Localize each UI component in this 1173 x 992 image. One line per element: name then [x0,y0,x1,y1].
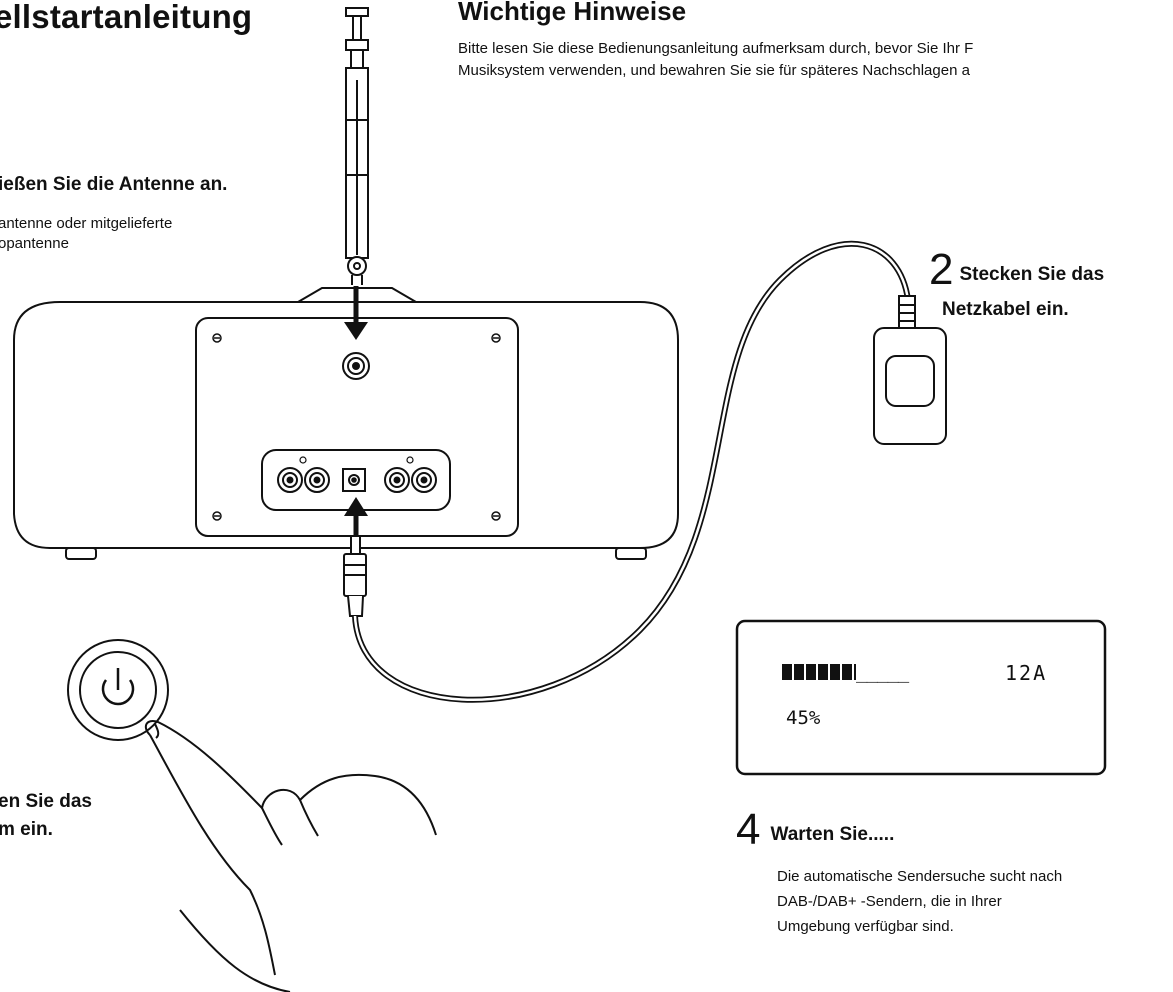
step4-line: Die automatische Sendersuche sucht nach [777,868,1063,885]
step2-line: Stecken Sie das [959,264,1105,285]
power-cable [343,240,911,703]
arrow-up-icon [344,497,368,536]
lcd-percent: 45% [786,707,821,729]
power-icon [101,668,135,706]
lcd-progress: _____ [782,661,909,683]
notes-heading: Wichtige Hinweise [458,0,687,26]
step4-line: Umgebung verfügbar sind. [777,918,954,935]
radio-device [13,287,679,560]
step4-text: Die automatische Sendersuche sucht nach … [777,864,1062,939]
notes-line: Musiksystem verwenden, und bewahren Sie … [458,62,970,79]
lcd-display [735,619,1107,776]
notes-text: Bitte lesen Sie diese Bedienungsanleitun… [458,38,973,82]
step2-line: Netzkabel ein. [942,299,1069,320]
step4-title: Warten Sie..... [770,824,895,845]
step4-line: DAB-/DAB+ -Sendern, die in Ihrer [777,893,1002,910]
step3-line: en Sie das [0,791,92,812]
arrow-down-icon [344,286,368,340]
step1-line: opantenne [0,235,69,252]
antenna-icon [345,7,369,285]
step4-number: 4 [736,805,761,854]
lcd-progress-rest: _____ [856,661,909,683]
step2-number: 2 [929,245,954,294]
step3-heading: en Sie das m ein. [0,788,92,844]
step3-line: m ein. [0,819,53,840]
power-adapter-icon [873,295,947,445]
lcd-progress-fill [782,664,856,680]
step1-line: antenne oder mitgelieferte [0,215,173,232]
lcd-channel: 12A [1005,661,1048,685]
hand-icon [144,720,437,992]
step1-text: antenne oder mitgelieferte opantenne [0,214,172,254]
step4-heading: 4 Warten Sie..... [736,808,894,852]
page-title: ellstartanleitung [0,0,253,35]
step1-heading: ießen Sie die Antenne an. [0,174,228,195]
notes-line: Bitte lesen Sie diese Bedienungsanleitun… [458,40,974,57]
